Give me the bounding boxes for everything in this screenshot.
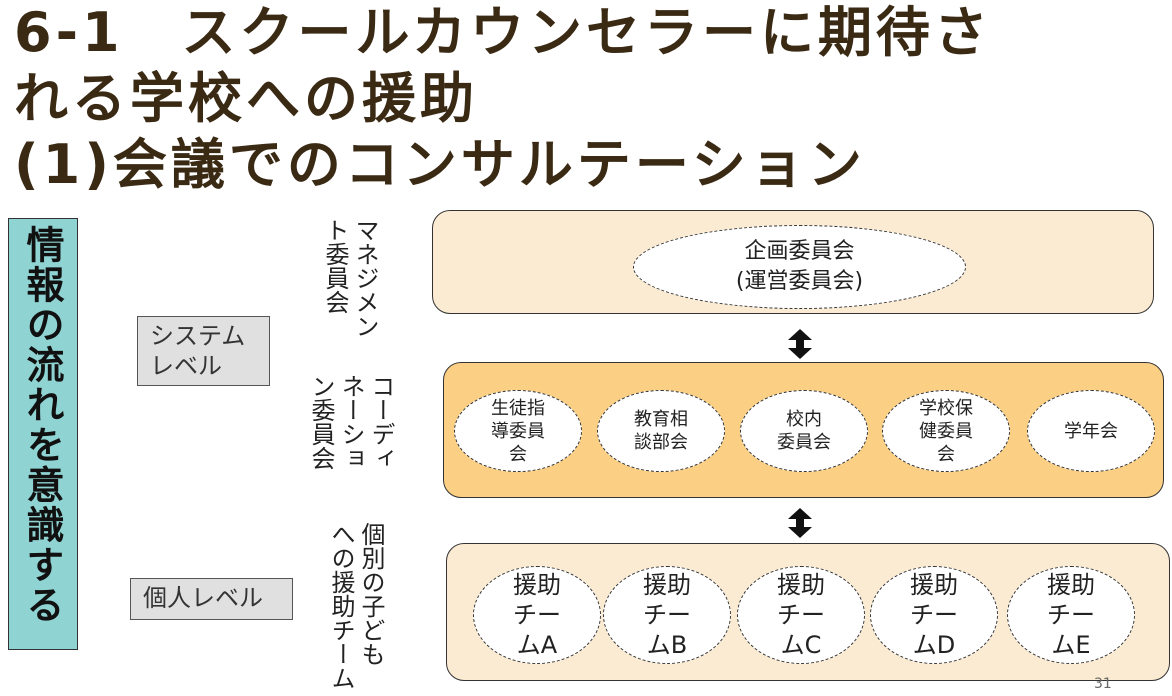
coordination-committee-label: コーディ ネーショ ン委員会 <box>307 374 395 470</box>
information-flow-label: 情報の流れを意識する <box>8 218 78 650</box>
planning-committee-subname: (運営委員会) <box>735 269 864 294</box>
support-team-name: 援助 チー ムA <box>513 571 561 659</box>
support-team-ellipse: 援助 チー ムA <box>473 566 601 664</box>
support-team-ellipse: 援助 チー ムB <box>603 566 731 664</box>
page-title: 6-1 スクールカウンセラーに期待さ れる学校への援助 (1)会議でのコンサルテ… <box>14 0 1164 198</box>
title-line-1: 6-1 スクールカウンセラーに期待さ <box>14 1 992 64</box>
mid-committee-name: 生徒指 導委員 会 <box>491 397 545 465</box>
mid-committee-ellipse: 学校保 健委員 会 <box>882 390 1010 472</box>
double-arrow-icon <box>788 329 812 359</box>
support-team-ellipse: 援助 チー ムC <box>737 566 865 664</box>
mid-committee-name: 学年会 <box>1064 420 1118 442</box>
mid-committee-ellipse: 生徒指 導委員 会 <box>454 390 582 472</box>
title-line-2: れる学校への援助 <box>14 67 478 130</box>
mid-committee-ellipse: 校内 委員会 <box>740 390 868 472</box>
management-committee-label: マネジメン ト委員会 <box>321 218 379 338</box>
support-team-ellipse: 援助 チー ムD <box>870 566 998 664</box>
title-line-3: (1)会議でのコンサルテーション <box>14 133 866 196</box>
support-team-ellipse: 援助 チー ムE <box>1007 566 1135 664</box>
page-number: 31 <box>1094 676 1112 692</box>
support-team-name: 援助 チー ムE <box>1047 571 1095 659</box>
mid-committee-name: 教育相 談部会 <box>634 409 688 453</box>
mid-committee-ellipse: 学年会 <box>1027 390 1155 472</box>
support-team-name: 援助 チー ムC <box>777 571 825 659</box>
mid-committee-ellipse: 教育相 談部会 <box>597 390 725 472</box>
double-arrow-icon <box>788 508 812 538</box>
individual-level-label: 個人レベル <box>130 578 293 620</box>
mid-committee-name: 校内 委員会 <box>777 409 831 453</box>
support-team-name: 援助 チー ムD <box>910 571 958 659</box>
system-level-label: システム レベル <box>137 316 270 386</box>
support-team-name: 援助 チー ムB <box>643 571 691 659</box>
planning-committee-ellipse: 企画委員会 (運営委員会) <box>633 225 966 309</box>
individual-support-team-label: 個別の子ども への援助チーム <box>327 522 385 690</box>
planning-committee-name: 企画委員会 <box>744 239 855 264</box>
mid-committee-name: 学校保 健委員 会 <box>919 397 973 465</box>
